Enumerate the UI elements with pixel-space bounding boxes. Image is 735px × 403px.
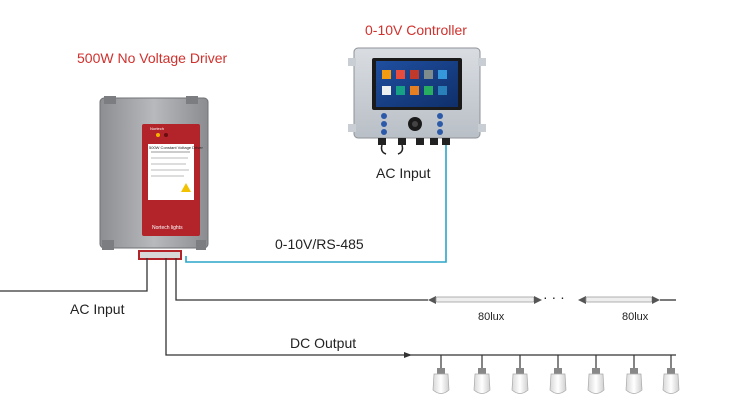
linear-light-left — [428, 296, 542, 304]
ellipsis: · · · — [543, 289, 565, 305]
driver-model: 500W Constant Voltage Driver — [149, 145, 203, 150]
driver-title: 500W No Voltage Driver — [77, 50, 228, 66]
driver-ac-input-label: AC Input — [70, 301, 125, 317]
driver-logo: Nortech lights — [152, 225, 183, 231]
pendant-light — [511, 355, 529, 394]
dc-output-wire — [165, 258, 412, 356]
signal-wire — [185, 145, 447, 263]
controller-ac-input-label: AC Input — [376, 165, 431, 181]
pendant-lights — [432, 355, 680, 394]
controller-title: 0-10V Controller — [365, 22, 467, 38]
output-wire-upper — [175, 258, 428, 301]
signal-link-label: 0-10V/RS-485 — [275, 236, 364, 252]
pendant-light — [432, 355, 450, 394]
dc-output-label: DC Output — [290, 335, 356, 351]
pendant-light — [473, 355, 491, 394]
controller-screen — [376, 61, 458, 107]
linear-light-right — [578, 296, 676, 304]
driver-brand: Nortech — [150, 126, 164, 131]
lux-left-label: 80lux — [478, 311, 505, 323]
pendant-light — [549, 355, 567, 394]
driver-device: Nortech 500W Constant Voltage Driver Nor… — [99, 96, 209, 260]
lux-right-label: 80lux — [622, 311, 649, 323]
pendant-light — [587, 355, 605, 394]
pendant-light — [625, 355, 643, 394]
controller-device — [348, 47, 486, 155]
pendant-light — [662, 355, 680, 394]
driver-ac-wire — [0, 258, 148, 292]
